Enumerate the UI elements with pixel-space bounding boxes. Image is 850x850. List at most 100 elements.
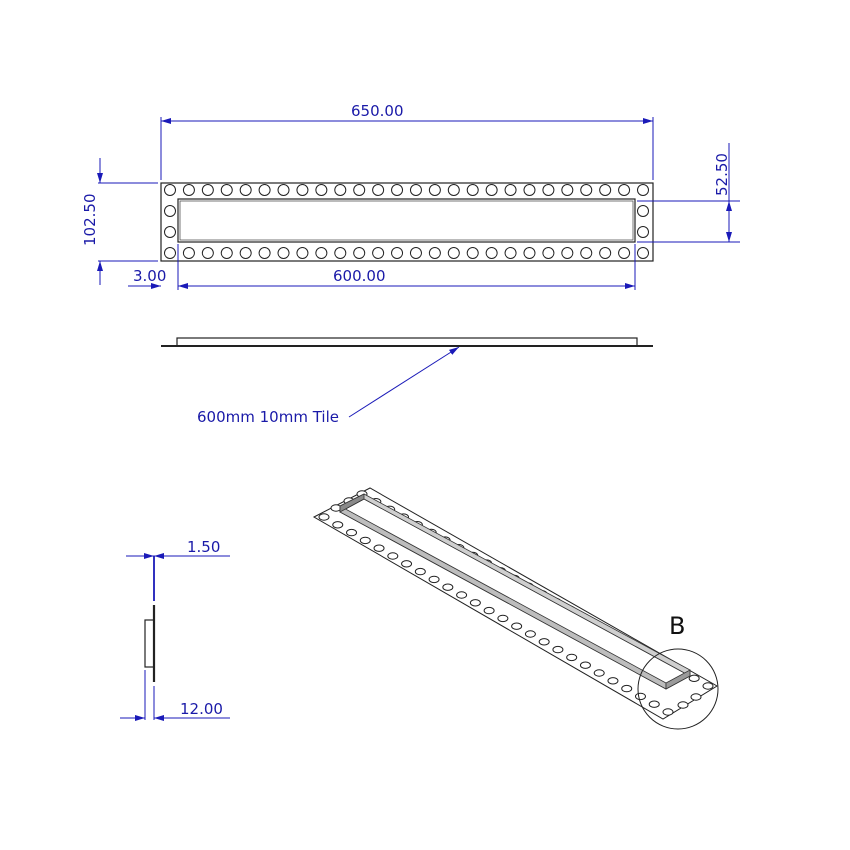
hole xyxy=(372,247,385,259)
hole xyxy=(593,669,605,677)
hole xyxy=(485,247,498,259)
hole xyxy=(504,184,517,196)
hole xyxy=(618,184,631,196)
hole xyxy=(637,226,649,238)
hole xyxy=(296,247,309,259)
hole xyxy=(353,247,366,259)
isometric-view: B xyxy=(312,487,719,730)
hole xyxy=(164,205,176,217)
hole xyxy=(447,184,460,196)
dimension-12: 12.00 xyxy=(180,700,223,718)
top-view: 650.00 102.50 3.00 600.00 52.50 xyxy=(81,102,740,290)
hole xyxy=(387,552,399,560)
hole xyxy=(621,684,633,693)
hole xyxy=(401,560,413,568)
hole xyxy=(566,653,578,662)
tile-callout: 600mm 10mm Tile xyxy=(197,408,339,426)
hole xyxy=(334,247,347,259)
hole xyxy=(504,247,517,259)
hole xyxy=(442,583,454,591)
hole xyxy=(220,247,233,259)
hole xyxy=(277,184,290,196)
hole xyxy=(637,247,649,259)
hole xyxy=(511,622,523,630)
hole xyxy=(552,645,564,654)
hole xyxy=(599,247,612,259)
hole xyxy=(466,184,479,196)
hole xyxy=(469,599,481,607)
hole xyxy=(634,692,646,701)
hole xyxy=(409,184,422,196)
channel-inner-outline xyxy=(179,200,634,241)
hole xyxy=(580,247,593,259)
hole xyxy=(561,247,574,259)
hole-pattern xyxy=(164,184,649,259)
hole xyxy=(702,682,714,690)
hole xyxy=(580,184,593,196)
channel-section xyxy=(144,619,155,668)
hole xyxy=(414,567,426,576)
leader-line xyxy=(348,346,460,418)
hole xyxy=(497,614,509,623)
channel-outline xyxy=(177,198,636,243)
hole xyxy=(618,247,631,259)
hole xyxy=(456,591,468,599)
hole xyxy=(662,708,674,716)
hole xyxy=(373,544,385,552)
hole xyxy=(542,247,555,259)
dimension-102: 102.50 xyxy=(81,194,99,247)
hole xyxy=(447,247,460,259)
hole xyxy=(428,184,441,196)
hole xyxy=(239,247,252,259)
hole xyxy=(538,638,550,646)
detail-label: B xyxy=(669,612,685,640)
hole xyxy=(409,247,422,259)
hole xyxy=(391,184,404,196)
hole xyxy=(359,536,371,545)
hole xyxy=(164,226,176,238)
dimension-3: 3.00 xyxy=(133,267,166,285)
hole xyxy=(201,184,214,196)
iso-channel-end xyxy=(339,493,365,513)
hole xyxy=(201,247,214,259)
dimension-52: 52.50 xyxy=(713,153,731,196)
hole xyxy=(561,184,574,196)
hole xyxy=(164,247,176,259)
hole xyxy=(296,184,309,196)
hole xyxy=(637,205,649,217)
hole xyxy=(164,184,176,196)
hole xyxy=(599,184,612,196)
hole xyxy=(524,630,536,638)
hole xyxy=(372,184,385,196)
hole xyxy=(688,674,700,683)
hole xyxy=(182,247,195,259)
hole xyxy=(318,513,330,521)
hole xyxy=(332,521,344,529)
hole xyxy=(428,247,441,259)
hole xyxy=(485,184,498,196)
hole xyxy=(277,247,290,259)
dimension-650: 650.00 xyxy=(351,102,404,120)
hole xyxy=(607,677,619,685)
detail-circle xyxy=(637,648,719,730)
hole xyxy=(346,528,358,537)
hole xyxy=(483,606,495,615)
channel-profile xyxy=(176,337,638,347)
hole xyxy=(466,247,479,259)
hole xyxy=(239,184,252,196)
plate-outline xyxy=(160,182,654,262)
section-view: 1.50 12.00 xyxy=(120,538,230,721)
hole xyxy=(523,247,536,259)
hole xyxy=(353,184,366,196)
hole xyxy=(428,575,440,584)
hole xyxy=(220,184,233,196)
dimension-600: 600.00 xyxy=(333,267,386,285)
hole xyxy=(677,701,689,709)
hole xyxy=(648,700,660,708)
iso-channel-end xyxy=(665,669,691,690)
hole xyxy=(258,184,271,196)
hole xyxy=(182,184,195,196)
hole xyxy=(579,661,591,669)
hole xyxy=(542,184,555,196)
